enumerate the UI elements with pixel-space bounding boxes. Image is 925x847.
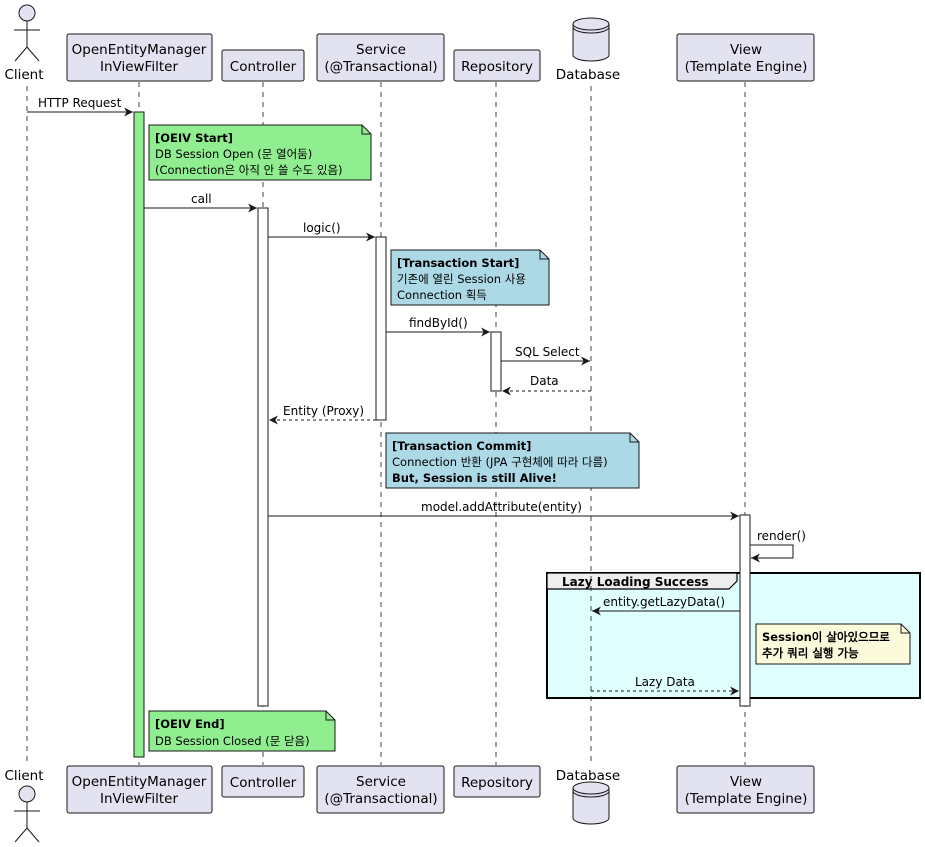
message-find-by-id: findById() xyxy=(386,316,490,337)
participant-controller-top: Controller xyxy=(221,49,305,82)
participant-label-line2: (Template Engine) xyxy=(685,791,808,807)
note-oeiv-start: [OEIV Start] DB Session Open (문 열어둠) (Co… xyxy=(148,124,372,181)
message-label: SQL Select xyxy=(515,345,580,359)
activation-repository xyxy=(490,331,502,392)
participant-client-bottom: Client xyxy=(4,768,44,843)
message-label: model.addAttribute(entity) xyxy=(421,500,582,514)
note-transaction-start: [Transaction Start] 기존에 열린 Session 사용 Co… xyxy=(390,249,550,306)
note-line-bold: Session이 살아있으므로 xyxy=(762,630,890,644)
note-title: [Transaction Commit] xyxy=(392,439,531,453)
participant-label: Controller xyxy=(230,775,297,791)
participant-label-line2: InViewFilter xyxy=(100,59,178,75)
participant-label: Repository xyxy=(461,775,533,791)
participant-label: Controller xyxy=(230,59,297,75)
message-logic: logic() xyxy=(268,221,375,242)
participant-label-line2: InViewFilter xyxy=(100,791,178,807)
participant-label-line2: (Template Engine) xyxy=(685,59,808,75)
participant-filter-bottom: OpenEntityManager InViewFilter xyxy=(66,765,213,814)
participant-label: Client xyxy=(4,768,43,784)
note-oeiv-end: [OEIV End] DB Session Closed (문 닫음) xyxy=(148,710,336,752)
note-line-bold: 추가 쿼리 실행 가능 xyxy=(762,646,859,660)
message-get-lazy-data: entity.getLazyData() xyxy=(592,595,740,616)
actor-icon xyxy=(18,785,36,803)
participant-client-top: Client xyxy=(4,4,44,83)
participant-view-bottom: View (Template Engine) xyxy=(676,765,815,814)
message-call: call xyxy=(144,192,257,213)
note-line-bold: But, Session is still Alive! xyxy=(392,471,557,485)
participant-label-line1: OpenEntityManager xyxy=(72,42,207,58)
participant-label-line1: View xyxy=(730,42,762,58)
note-line: DB Session Closed (문 닫음) xyxy=(155,734,310,748)
activations xyxy=(133,111,751,758)
participant-label-line1: View xyxy=(730,774,762,790)
note-line: (Connection은 아직 안 쓸 수도 있음) xyxy=(155,163,343,177)
message-label: Entity (Proxy) xyxy=(283,404,364,418)
message-label: call xyxy=(191,192,212,206)
participant-database-bottom: Database xyxy=(556,768,620,825)
message-label: render() xyxy=(757,529,806,543)
note-title: [Transaction Start] xyxy=(397,256,519,270)
participant-label-line2: (@Transactional) xyxy=(324,59,437,75)
participant-label: Database xyxy=(556,768,620,784)
note-line: Connection 획득 xyxy=(397,288,487,302)
message-label: entity.getLazyData() xyxy=(603,595,725,609)
participant-repository-top: Repository xyxy=(453,49,541,82)
message-entity-proxy: Entity (Proxy) xyxy=(269,404,376,425)
note-line: DB Session Open (문 열어둠) xyxy=(155,147,312,161)
message-sql-select: SQL Select xyxy=(501,345,590,366)
note-transaction-commit: [Transaction Commit] Connection 반환 (JPA … xyxy=(385,432,640,489)
participant-filter-top: OpenEntityManager InViewFilter xyxy=(66,33,213,82)
message-render: render() xyxy=(750,529,806,563)
note-title: [OEIV End] xyxy=(155,717,225,731)
note-line: Connection 반환 (JPA 구현체에 따라 다름) xyxy=(392,455,608,469)
participant-repository-bottom: Repository xyxy=(453,765,541,798)
participant-label: Repository xyxy=(461,59,533,75)
message-label: findById() xyxy=(409,316,468,330)
participant-controller-bottom: Controller xyxy=(221,765,305,798)
participant-label-line1: Service xyxy=(356,774,406,790)
participant-label-line1: Service xyxy=(356,42,406,58)
database-icon xyxy=(572,24,610,62)
database-icon xyxy=(572,788,610,825)
participant-label: Database xyxy=(556,67,620,83)
message-label: logic() xyxy=(303,221,341,235)
participant-label: Client xyxy=(4,67,43,83)
activation-controller xyxy=(257,207,269,707)
note-line: 기존에 열린 Session 사용 xyxy=(397,272,526,286)
participant-view-top: View (Template Engine) xyxy=(676,33,815,82)
actor-icon xyxy=(18,4,36,22)
message-http-request: HTTP Request xyxy=(27,96,133,117)
participant-label-line2: (@Transactional) xyxy=(324,791,437,807)
message-label: Lazy Data xyxy=(635,675,695,689)
note-title: [OEIV Start] xyxy=(155,131,233,145)
message-label: HTTP Request xyxy=(38,96,122,110)
message-add-attribute: model.addAttribute(entity) xyxy=(268,500,739,521)
frame-title: Lazy Loading Success xyxy=(562,575,709,589)
message-label: Data xyxy=(530,374,559,388)
activation-view xyxy=(739,514,751,707)
activation-filter xyxy=(133,111,145,758)
participant-label-line1: OpenEntityManager xyxy=(72,774,207,790)
activation-service xyxy=(375,236,387,421)
note-session-alive: Session이 살아있으므로 추가 쿼리 실행 가능 xyxy=(755,623,911,665)
participant-service-bottom: Service (@Transactional) xyxy=(316,765,445,814)
participant-service-top: Service (@Transactional) xyxy=(316,33,445,82)
participant-database-top: Database xyxy=(556,17,620,83)
message-lazy-data: Lazy Data xyxy=(591,675,739,696)
message-data: Data xyxy=(502,374,591,396)
